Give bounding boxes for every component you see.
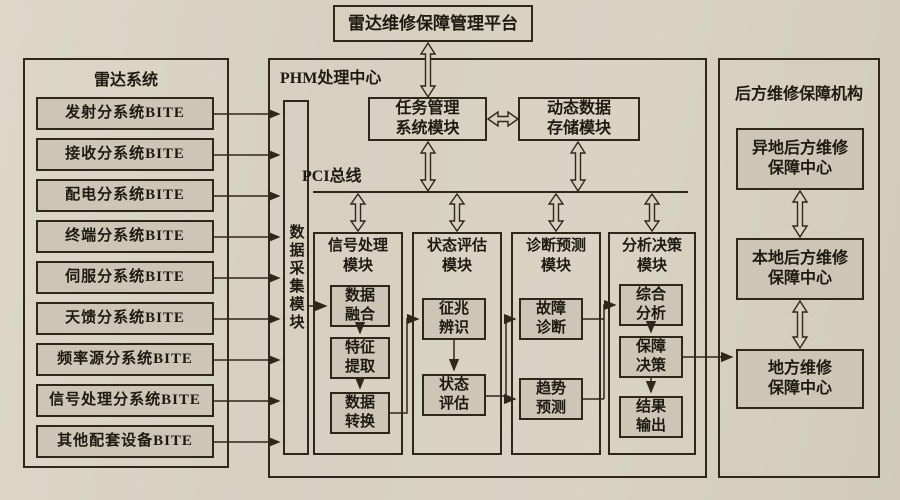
radar-system-title: 雷达系统 bbox=[93, 72, 158, 89]
phm-center-title: PHM处理中心 bbox=[280, 70, 382, 87]
rear-org-title: 后方维修保障机构 bbox=[734, 86, 863, 103]
comprehensive-analysis-box: 综合 分析 bbox=[619, 284, 683, 326]
trend-prediction-box: 趋势 预测 bbox=[519, 378, 583, 420]
bite-box-transmit: 发射分系统BITE bbox=[36, 97, 214, 130]
bite-box-servo: 伺服分系统BITE bbox=[36, 261, 214, 294]
state-evaluation-title: 状态评估 模块 bbox=[426, 238, 487, 274]
regional-center-box: 地方维修 保障中心 bbox=[736, 349, 864, 409]
fault-diagnosis-box: 故障 诊断 bbox=[519, 298, 583, 340]
remote-rear-center-box: 异地后方维修 保障中心 bbox=[736, 128, 864, 190]
bite-box-terminal: 终端分系统BITE bbox=[36, 220, 214, 253]
bite-box-antenna: 天馈分系统BITE bbox=[36, 302, 214, 335]
bite-box-freq-source: 频率源分系统BITE bbox=[36, 343, 214, 376]
bite-box-power: 配电分系统BITE bbox=[36, 179, 214, 212]
bite-box-other-equip: 其他配套设备BITE bbox=[36, 425, 214, 458]
bite-box-signal-proc: 信号处理分系统BITE bbox=[36, 384, 214, 417]
data-conversion-box: 数据 转换 bbox=[330, 392, 390, 434]
pci-bus-label: PCI总线 bbox=[302, 168, 362, 185]
platform-box: 雷达维修保障管理平台 bbox=[333, 5, 533, 42]
platform-title: 雷达维修保障管理平台 bbox=[348, 13, 518, 33]
signal-processing-title: 信号处理 模块 bbox=[327, 238, 388, 274]
data-acquisition-module: 数据采集模块 bbox=[283, 100, 309, 455]
dynamic-storage-module: 动态数据 存储模块 bbox=[518, 97, 640, 141]
state-evaluation-box: 状态 评估 bbox=[422, 374, 486, 416]
analysis-decision-title: 分析决策 模块 bbox=[621, 238, 682, 274]
support-decision-box: 保障 决策 bbox=[619, 336, 683, 378]
result-output-box: 结果 输出 bbox=[619, 396, 683, 438]
feature-extraction-box: 特征 提取 bbox=[330, 337, 390, 379]
bite-box-receive: 接收分系统BITE bbox=[36, 138, 214, 171]
data-acquisition-label: 数据采集模块 bbox=[287, 223, 304, 332]
symptom-identification-box: 征兆 辨识 bbox=[422, 298, 486, 340]
task-management-module: 任务管理 系统模块 bbox=[368, 97, 487, 141]
data-fusion-box: 数据 融合 bbox=[330, 285, 390, 327]
rear-org-container bbox=[718, 58, 880, 478]
phm-center-container bbox=[268, 58, 707, 478]
radar-system-container bbox=[23, 58, 229, 468]
local-rear-center-box: 本地后方维修 保障中心 bbox=[736, 238, 864, 300]
diagnosis-prediction-title: 诊断预测 模块 bbox=[525, 238, 586, 274]
